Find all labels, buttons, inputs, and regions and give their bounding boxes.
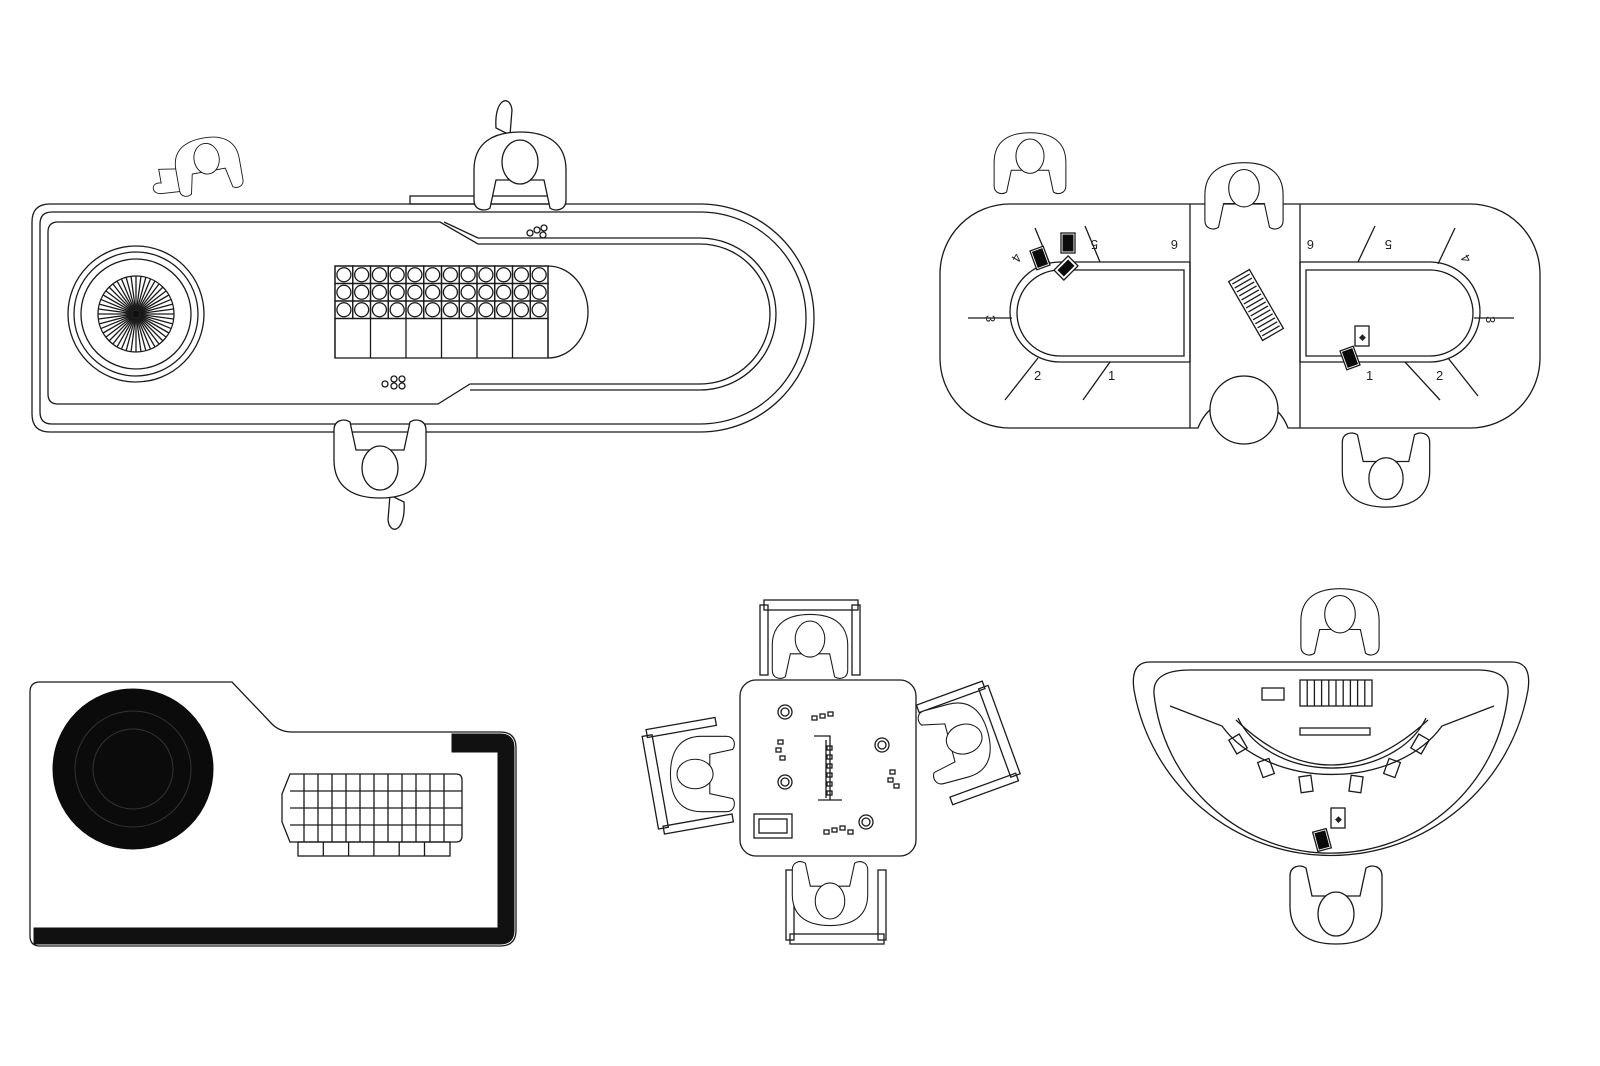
seat-number: 4	[1008, 251, 1025, 265]
seat-number: 4	[1457, 252, 1474, 266]
person-icon	[1204, 162, 1284, 230]
roulette-wheel	[67, 245, 205, 383]
person-icon	[473, 100, 567, 211]
svg-text:◆: ◆	[1335, 814, 1342, 824]
playing-card-icon	[1311, 827, 1333, 853]
playing-card-icon	[1053, 255, 1079, 281]
chair-icon	[641, 716, 735, 835]
chair-icon	[759, 599, 861, 676]
person-icon	[791, 861, 869, 927]
seat-number: 6	[1171, 237, 1178, 252]
person-icon	[915, 695, 999, 787]
seat-number: 1	[1108, 368, 1115, 383]
person-icon	[1341, 432, 1431, 508]
person-icon	[333, 419, 427, 530]
seat-number: 2	[1034, 368, 1041, 383]
seat-number: 5	[1385, 237, 1392, 252]
roulette-table-black-rim	[29, 681, 517, 947]
roulette-wheel	[74, 710, 192, 828]
playing-card-icon	[1339, 345, 1361, 371]
seat-number: 3	[983, 315, 998, 322]
blackjack-table: ◆	[1132, 588, 1530, 945]
betting-layout	[334, 265, 549, 359]
person-icon	[771, 613, 849, 679]
person-icon	[1289, 865, 1383, 945]
person-icon	[1300, 588, 1380, 656]
betting-layout	[281, 773, 463, 857]
playing-card-icon	[1029, 245, 1051, 271]
svg-text:◆: ◆	[1359, 332, 1366, 342]
playing-card-icon	[1060, 232, 1076, 254]
playing-card-icon: ◆	[1354, 325, 1370, 347]
seat-number: 6	[1307, 237, 1314, 252]
chip-stack-icon	[381, 375, 406, 390]
seat-number: 2	[1436, 368, 1443, 383]
long-roulette-table	[31, 100, 815, 530]
person-icon	[993, 132, 1067, 195]
playing-card-icon: ◆	[1330, 807, 1346, 829]
square-card-table	[641, 599, 1022, 945]
person-icon	[669, 735, 735, 813]
card-shoe-icon	[1227, 268, 1285, 342]
seat-number: 1	[1366, 368, 1373, 383]
dual-card-table: 4 5 6 3 2 1 6 5 4 3 1 2 ◆	[939, 132, 1541, 508]
chip-stack-icon	[526, 224, 548, 239]
person-icon	[152, 131, 245, 198]
seat-number: 3	[1483, 316, 1498, 323]
seat-number: 5	[1091, 237, 1098, 252]
chair-icon	[915, 680, 1022, 806]
